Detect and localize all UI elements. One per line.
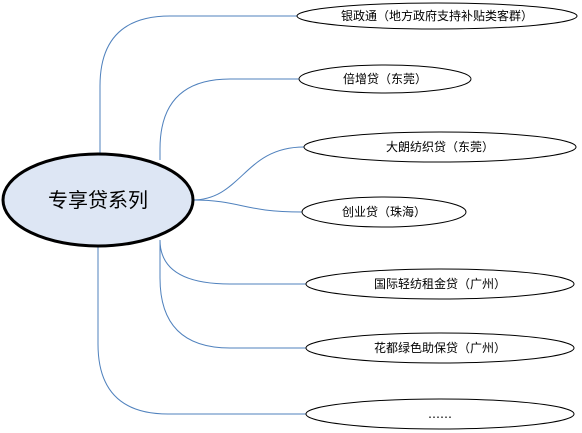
branch-node-label: 倍增贷（东莞） bbox=[343, 71, 427, 86]
branch-node-label: 创业贷（珠海） bbox=[342, 204, 426, 219]
branch-node: …… bbox=[305, 398, 575, 430]
connector-line bbox=[191, 199, 303, 213]
central-topic-shape bbox=[1, 152, 195, 248]
connector-line bbox=[97, 246, 306, 415]
branch-node-shape bbox=[303, 131, 577, 163]
branch-node-label: 花都绿色助保贷（广州） bbox=[374, 340, 506, 355]
branch-node-group: 银政通（地方政府支持补贴类客群） 倍增贷（东莞） 大朗纺织贷（东莞） 创业贷（珠海） 国… bbox=[296, 2, 578, 430]
central-topic-node: 专享贷系列 bbox=[1, 152, 195, 248]
branch-node-shape bbox=[301, 196, 467, 228]
branch-node: 大朗纺织贷（东莞） bbox=[303, 131, 577, 163]
connector-line bbox=[159, 240, 306, 349]
branch-node-label: …… bbox=[428, 407, 452, 421]
branch-node: 创业贷（珠海） bbox=[301, 196, 467, 228]
branch-node-shape bbox=[305, 332, 575, 364]
branch-node-shape bbox=[298, 64, 472, 94]
central-topic-label: 专享贷系列 bbox=[48, 188, 148, 212]
connector-line bbox=[191, 146, 305, 201]
branch-node: 花都绿色助保贷（广州） bbox=[305, 332, 575, 364]
branch-node: 国际轻纺租金贷（广州） bbox=[305, 268, 575, 300]
branch-node-label: 大朗纺织贷（东莞） bbox=[386, 140, 494, 154]
connector-line bbox=[159, 239, 306, 285]
branch-node: 倍增贷（东莞） bbox=[298, 64, 472, 94]
branch-node-label: 银政通（地方政府支持补贴类客群） bbox=[341, 8, 533, 23]
connector-line bbox=[159, 78, 299, 160]
connector-line bbox=[99, 15, 297, 156]
branch-node: 银政通（地方政府支持补贴类客群） bbox=[296, 2, 578, 30]
connector-group bbox=[97, 15, 306, 415]
branch-node-shape bbox=[305, 268, 575, 300]
branch-node-label: 国际轻纺租金贷（广州） bbox=[374, 276, 506, 291]
branch-node-shape bbox=[305, 398, 575, 430]
branch-node-shape bbox=[296, 2, 578, 30]
